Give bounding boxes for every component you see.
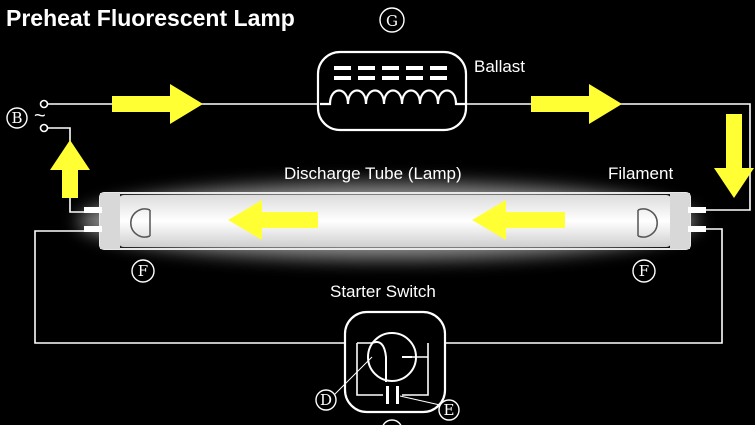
- left-filament-icon: [130, 208, 151, 238]
- arrow-right-top-right-icon: [531, 84, 622, 124]
- tube-body: [118, 195, 672, 247]
- diagram-title: Preheat Fluorescent Lamp: [6, 5, 295, 31]
- marker-e-label: E: [444, 401, 455, 419]
- starter-capacitor-plate-right: [396, 386, 399, 404]
- ballast-core-dashes: [334, 66, 447, 80]
- tube-right-pin-bottom: [688, 226, 706, 232]
- power-source: ~ B: [6, 99, 49, 133]
- arrow-up-left-icon: [50, 140, 90, 198]
- tube-label: Discharge Tube (Lamp): [284, 164, 462, 183]
- right-filament-icon: [637, 208, 658, 238]
- ballast-label: Ballast: [474, 57, 525, 76]
- source-terminal-bottom: [39, 123, 49, 133]
- starter-switch: Starter Switch D E: [315, 282, 460, 425]
- arrow-down-right-icon: [714, 114, 754, 198]
- starter-bimetal-contact: [371, 341, 387, 382]
- marker-f-right-circle: [632, 259, 656, 283]
- starter-label: Starter Switch: [330, 282, 436, 301]
- tube-right-cap: [670, 193, 690, 249]
- marker-e-circle: [438, 399, 460, 421]
- ballast-coil: [320, 89, 466, 106]
- marker-g-circle: [379, 7, 405, 33]
- marker-partial-circle: [382, 419, 402, 425]
- tube-left-pin-bottom: [84, 226, 102, 232]
- ballast: G Ballast: [316, 7, 525, 132]
- marker-d-pointer: [332, 356, 373, 397]
- marker-d-circle: [315, 389, 337, 411]
- current-flow-arrows: [50, 84, 754, 240]
- marker-d-label: D: [320, 391, 332, 409]
- tube-right-pin-top: [688, 207, 706, 213]
- tube-left-pin-top: [84, 207, 102, 213]
- ac-symbol: ~: [34, 105, 46, 127]
- filament-label: Filament: [608, 164, 673, 183]
- source-terminal-top: [39, 99, 49, 109]
- arrow-left-tube-left-icon: [228, 200, 318, 240]
- marker-b-circle: [6, 107, 28, 129]
- marker-g-label: G: [386, 12, 398, 30]
- marker-f-right-label: F: [639, 262, 649, 280]
- starter-inner-wiring: [356, 342, 429, 396]
- discharge-tube: Discharge Tube (Lamp) Filament: [78, 164, 706, 259]
- marker-b-label: B: [11, 109, 22, 127]
- wire-right-loop: [446, 228, 723, 344]
- arrow-left-tube-right-icon: [472, 200, 565, 240]
- tube-left-cap: [100, 193, 120, 249]
- marker-f-left-label: F: [138, 262, 148, 280]
- starter-capacitor-plate-left: [386, 386, 389, 404]
- marker-e-pointer: [399, 395, 441, 406]
- arrow-right-top-left-icon: [112, 84, 203, 124]
- marker-f-left-circle: [131, 259, 155, 283]
- wire-outer-loop: [34, 230, 345, 344]
